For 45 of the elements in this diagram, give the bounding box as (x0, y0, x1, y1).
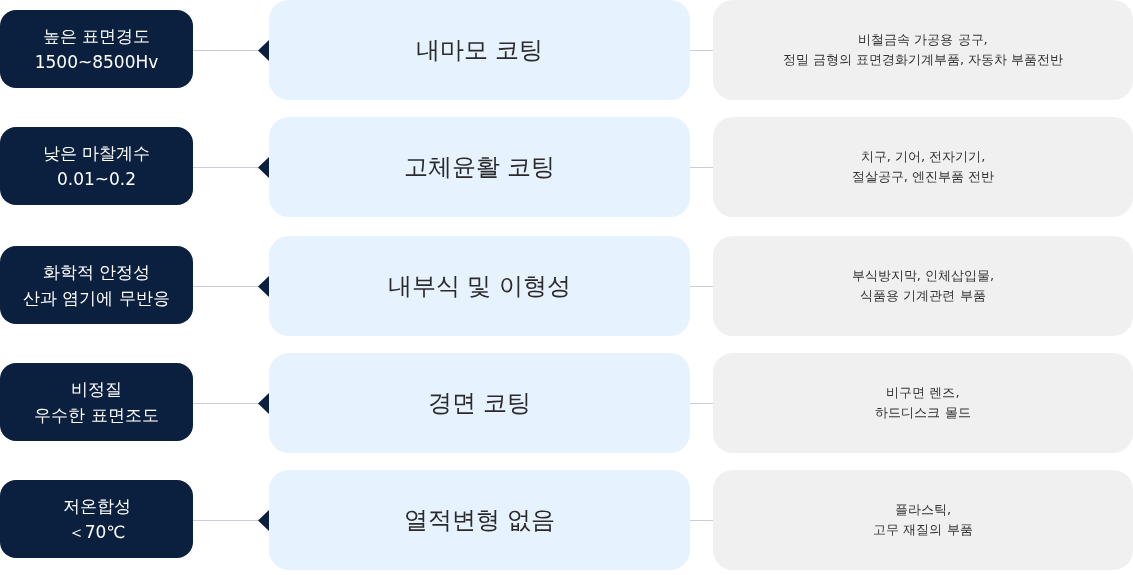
feature-text: ＜70℃ (67, 521, 126, 544)
coating-box (269, 470, 690, 570)
coating-label: 경면 코팅 (427, 388, 532, 418)
coating-box (269, 0, 690, 100)
application-text: 비철금속 가공용 공구, 정밀 금형의 표면경화기계부품, 자동차 부품전반 (782, 30, 1064, 69)
feature-text: 낮은 마찰계수 (42, 142, 151, 165)
connector-with-triangle (192, 156, 270, 179)
connector-line (689, 167, 714, 168)
feature-text: 1500~8500Hv (34, 51, 159, 74)
connector-with-triangle (192, 39, 270, 62)
feature-box (0, 10, 193, 88)
connector-line (689, 520, 714, 521)
connector-line (689, 50, 714, 51)
application-text: 부식방지막, 인체삽입물, 식품용 기계관련 부품 (851, 266, 995, 305)
feature-text: 비정질 (71, 378, 122, 401)
application-text: 플라스틱, 고무 재질의 부품 (873, 500, 973, 539)
feature-box (0, 127, 193, 205)
feature-text: 산과 염기에 무반응 (23, 287, 170, 310)
feature-text: 화학적 안정성 (42, 261, 151, 284)
coating-label: 고체윤활 코팅 (403, 152, 556, 182)
feature-box (0, 363, 193, 441)
application-box (713, 117, 1133, 217)
feature-text: 저온합성 (62, 495, 131, 518)
application-box (713, 470, 1133, 570)
connector-line (689, 286, 714, 287)
connector-with-triangle (192, 392, 270, 415)
application-box (713, 353, 1133, 453)
coating-box (269, 353, 690, 453)
coating-box (269, 236, 690, 336)
feature-box (0, 246, 193, 324)
feature-text: 0.01~0.2 (56, 168, 137, 191)
coating-label: 내부식 및 이형성 (387, 271, 572, 301)
connector-line (689, 403, 714, 404)
feature-text: 우수한 표면조도 (34, 404, 159, 427)
application-text: 비구면 렌즈, 하드디스크 몰드 (875, 383, 971, 422)
connector-with-triangle (192, 509, 270, 532)
feature-text: 높은 표면경도 (42, 25, 151, 48)
application-box (713, 0, 1133, 100)
coating-box (269, 117, 690, 217)
feature-box (0, 480, 193, 558)
application-text: 치구, 기어, 전자기기, 절살공구, 엔진부품 전반 (851, 147, 995, 186)
coating-label: 열적변형 없음 (403, 505, 556, 535)
application-box (713, 236, 1133, 336)
connector-with-triangle (192, 275, 270, 298)
coating-label: 내마모 코팅 (415, 35, 544, 65)
